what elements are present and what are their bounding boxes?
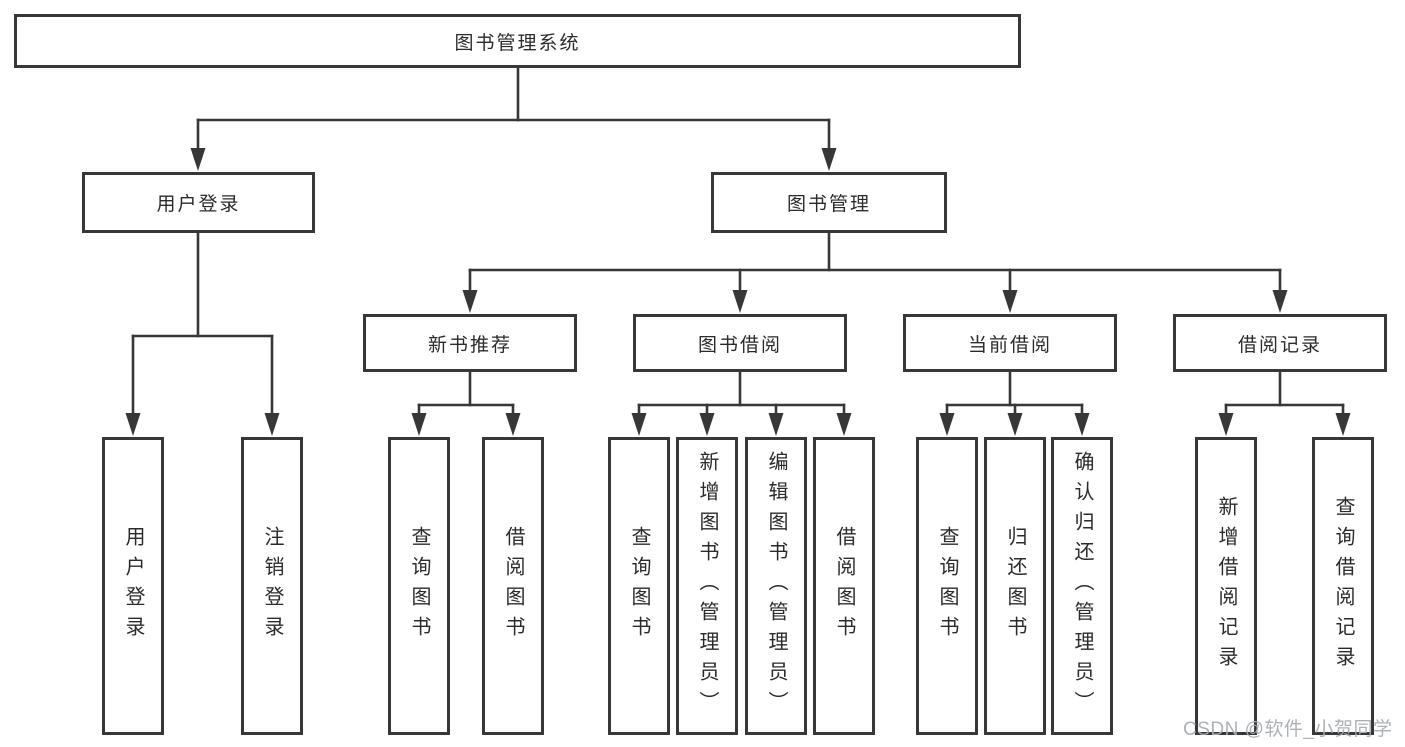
node-book-borrow-label: 图书借阅: [697, 334, 782, 356]
leaf-edit-book-admin-label: 编辑图书（管理员）: [765, 451, 787, 721]
leaf-query-books-current: 查询图书: [916, 437, 978, 735]
node-user-login-label: 用户登录: [156, 194, 241, 215]
leaf-return-book: 归还图书: [984, 437, 1046, 735]
node-root: 图书管理系统: [14, 14, 1021, 68]
leaf-query-books-current-label: 查询图书: [936, 526, 958, 646]
leaf-add-borrow-record-label: 新增借阅记录: [1215, 496, 1237, 676]
leaf-user-login: 用户登录: [102, 437, 164, 735]
watermark: CSDN @软件_小贺同学: [1183, 719, 1393, 740]
leaf-return-book-label: 归还图书: [1004, 526, 1026, 646]
leaf-borrow-books-label: 借阅图书: [833, 526, 855, 646]
node-new-book-recommend: 新书推荐: [363, 314, 577, 372]
node-current-borrow-label: 当前借阅: [967, 334, 1052, 356]
leaf-logout: 注销登录: [241, 437, 303, 735]
node-book-management: 图书管理: [711, 172, 947, 233]
leaf-query-books-borrow: 查询图书: [608, 437, 670, 735]
leaf-edit-book-admin: 编辑图书（管理员）: [745, 437, 807, 735]
leaf-query-borrow-record-label: 查询借阅记录: [1332, 496, 1354, 676]
leaf-user-login-label: 用户登录: [122, 526, 144, 646]
node-root-label: 图书管理系统: [454, 32, 581, 54]
node-book-management-label: 图书管理: [786, 194, 871, 215]
leaf-add-borrow-record: 新增借阅记录: [1195, 437, 1257, 735]
node-new-book-recommend-label: 新书推荐: [427, 334, 512, 356]
leaf-add-book-admin: 新增图书（管理员）: [676, 437, 738, 735]
leaf-add-book-admin-label: 新增图书（管理员）: [696, 451, 718, 721]
node-book-borrow: 图书借阅: [633, 314, 847, 372]
leaf-logout-label: 注销登录: [261, 526, 283, 646]
leaf-borrow-books-recommend-label: 借阅图书: [502, 526, 524, 646]
leaf-confirm-return-admin: 确认归还（管理员）: [1051, 437, 1113, 735]
arrow-down-icons: [125, 148, 1351, 436]
node-borrow-records-label: 借阅记录: [1237, 334, 1322, 356]
leaf-query-borrow-record: 查询借阅记录: [1312, 437, 1374, 735]
leaf-borrow-books-recommend: 借阅图书: [482, 437, 544, 735]
leaf-query-books-borrow-label: 查询图书: [628, 526, 650, 646]
leaf-query-books-recommend: 查询图书: [388, 437, 450, 735]
leaf-query-books-recommend-label: 查询图书: [408, 526, 430, 646]
node-current-borrow: 当前借阅: [903, 314, 1117, 372]
node-borrow-records: 借阅记录: [1173, 314, 1387, 372]
leaf-borrow-books: 借阅图书: [813, 437, 875, 735]
node-user-login: 用户登录: [82, 172, 315, 233]
leaf-confirm-return-admin-label: 确认归还（管理员）: [1071, 451, 1093, 721]
